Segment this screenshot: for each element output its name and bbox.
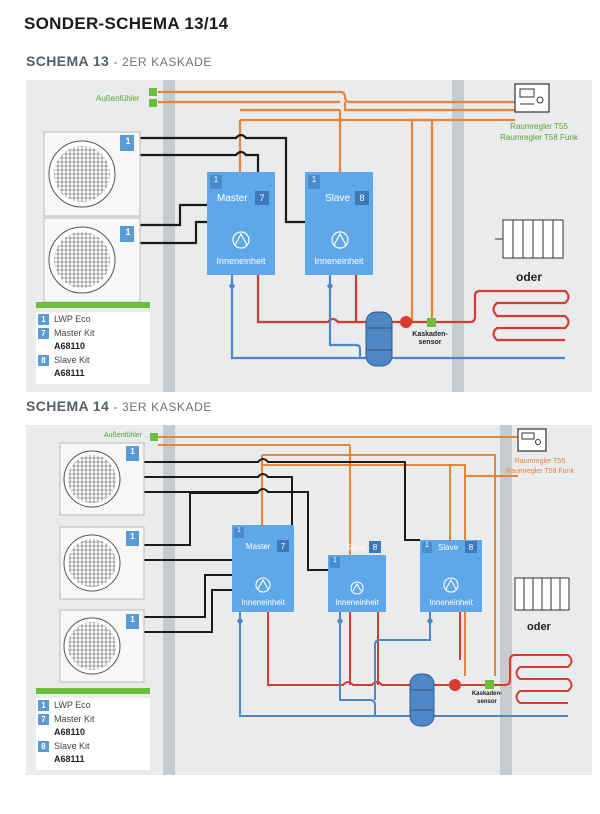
schema13-subtitle: - 2ER KASKADE [113, 55, 213, 69]
schema14-outdoor-sensor-label: Außenfühler [104, 432, 143, 439]
schema14-title: SCHEMA 14 - 3ER KASKADE [26, 398, 212, 414]
schema14-ground-base [36, 688, 150, 694]
schema13-unit-badge [120, 135, 134, 151]
schema14-indoor-master [232, 525, 294, 612]
schema13-pump-symbol-icon [331, 231, 349, 249]
schema13-black-lines [138, 133, 310, 245]
schema14-slave2-badge-num: 1 [425, 542, 429, 549]
schema14-room-controller-icon [517, 428, 547, 452]
schema14-slave1-badge-num: 1 [333, 557, 337, 564]
schema13-cascade-sensor-icon [427, 318, 436, 327]
schema14-master-num: 7 [280, 542, 286, 551]
schema13-outdoor-sensor-label: Außenfühler [96, 94, 140, 103]
schema13-wall-left [163, 80, 175, 392]
schema13-title: SCHEMA 13 - 2ER KASKADE [26, 53, 212, 69]
schema13-master-label: Master [217, 193, 248, 204]
schema14-slave1-label: Slave [346, 543, 367, 552]
schema14-slave2-indoor-label: Inneneinheit [429, 598, 473, 607]
schema14-unit-badge-num: 1 [130, 447, 135, 456]
schema14-master-badge-num: 1 [237, 527, 241, 534]
schema13-unit-badge [120, 226, 134, 242]
schema14-master-indoor-label: Inneneinheit [241, 598, 285, 607]
schema14-room-controller-label: Raumregler T55 Raumregler T58 Funk [490, 457, 590, 477]
schema13-master-num: 7 [259, 193, 265, 203]
schema14-wall-right [500, 425, 512, 775]
schema13-cascade-sensor-label: Kaskaden- sensor [412, 331, 448, 346]
schema13-outdoor-sensor-icon [149, 88, 157, 96]
schema14-outdoor-unit-icon [59, 609, 145, 683]
schema13-slave-label: Slave [325, 193, 351, 204]
schema13-unit-badge-num: 1 [125, 136, 131, 146]
legend-code: A68111 [54, 754, 85, 764]
schema14-cascade-sensor-icon [485, 680, 494, 689]
schema14-room-controller-line2: Raumregler T58 Funk [506, 468, 574, 475]
schema13-pump-symbol-icon [232, 231, 250, 249]
schema13-master-badge-num: 1 [213, 175, 219, 184]
schema13-radiator-icon [495, 219, 564, 259]
schema14-blue-lines [239, 610, 568, 717]
schema14-title-main: SCHEMA 14 [26, 398, 110, 414]
schema13-buffer-tank-icon [365, 311, 393, 367]
schema13-master-indoor-label: Inneneinheit [216, 256, 266, 266]
schema14-slave2-label: Slave [438, 543, 459, 552]
schema14-buffer-tank-icon [409, 673, 435, 727]
schema13-ground-base [36, 302, 150, 308]
schema14-red-lines [267, 610, 573, 704]
schema14-outdoor-sensor-icon [150, 433, 158, 441]
schema14-unit-badge-num: 1 [130, 615, 135, 624]
schema13-room-controller-label: Raumregler T55 Raumregler T58 Funk [494, 121, 584, 143]
schema13-room-controller-icon [514, 83, 550, 113]
schema13-slave-badge-num: 1 [311, 175, 317, 184]
schema14-pump-symbol-icon [350, 581, 364, 595]
schema14-black-lines [140, 458, 420, 633]
schema13-unit-badge-num: 1 [125, 227, 131, 237]
schema14-slave1-indoor-label: Inneneinheit [335, 598, 379, 607]
schema14-oder-label: oder [527, 621, 551, 633]
schema14-pump-symbol-icon [255, 577, 271, 593]
schema14-subtitle: - 3ER KASKADE [113, 400, 213, 414]
schema14-wall-left [163, 425, 175, 775]
page-title: SONDER-SCHEMA 13/14 [24, 14, 229, 33]
schema14-slave2-num: 8 [468, 543, 474, 552]
schema14-unit-badge-num: 1 [130, 532, 135, 541]
legend-code: A68110 [54, 727, 86, 737]
schema13-blue-lines [230, 275, 565, 360]
schema13-wall-right [452, 80, 464, 392]
schema14-slave1-num: 8 [372, 543, 378, 552]
schema13-indoor-master [207, 172, 275, 275]
schema13-room-controller-line2: Raumregler T58 Funk [500, 133, 578, 142]
schema13-orange-lines [158, 90, 515, 322]
schema13-slave-num: 8 [359, 193, 365, 203]
schema13-indoor-slave [305, 172, 373, 275]
schema14-master-label: Master [246, 542, 271, 551]
legend-code: A68111 [54, 368, 85, 378]
schema13-slave-indoor-label: Inneneinheit [314, 256, 364, 266]
schema13-valve-icon [327, 282, 333, 290]
schema13-room-controller-line1: Raumregler T55 [510, 122, 568, 131]
schema13-title-main: SCHEMA 13 [26, 53, 110, 69]
schema13-oder-label: oder [516, 270, 543, 284]
schema14-radiator-icon [514, 577, 570, 611]
schema14-cascade-sensor-label: Kaskaden- sensor [471, 691, 503, 705]
schema13-outdoor-unit-icon [43, 217, 141, 303]
schema13-pump-icon [400, 316, 412, 328]
legend-code: A68110 [54, 341, 86, 351]
schema13-valve-icon [229, 282, 235, 290]
schema14-room-controller-line1: Raumregler T55 [514, 458, 566, 465]
schema14-pump-icon [449, 679, 461, 691]
schema13-red-lines [256, 275, 570, 342]
schema14-pump-symbol-icon [443, 577, 459, 593]
